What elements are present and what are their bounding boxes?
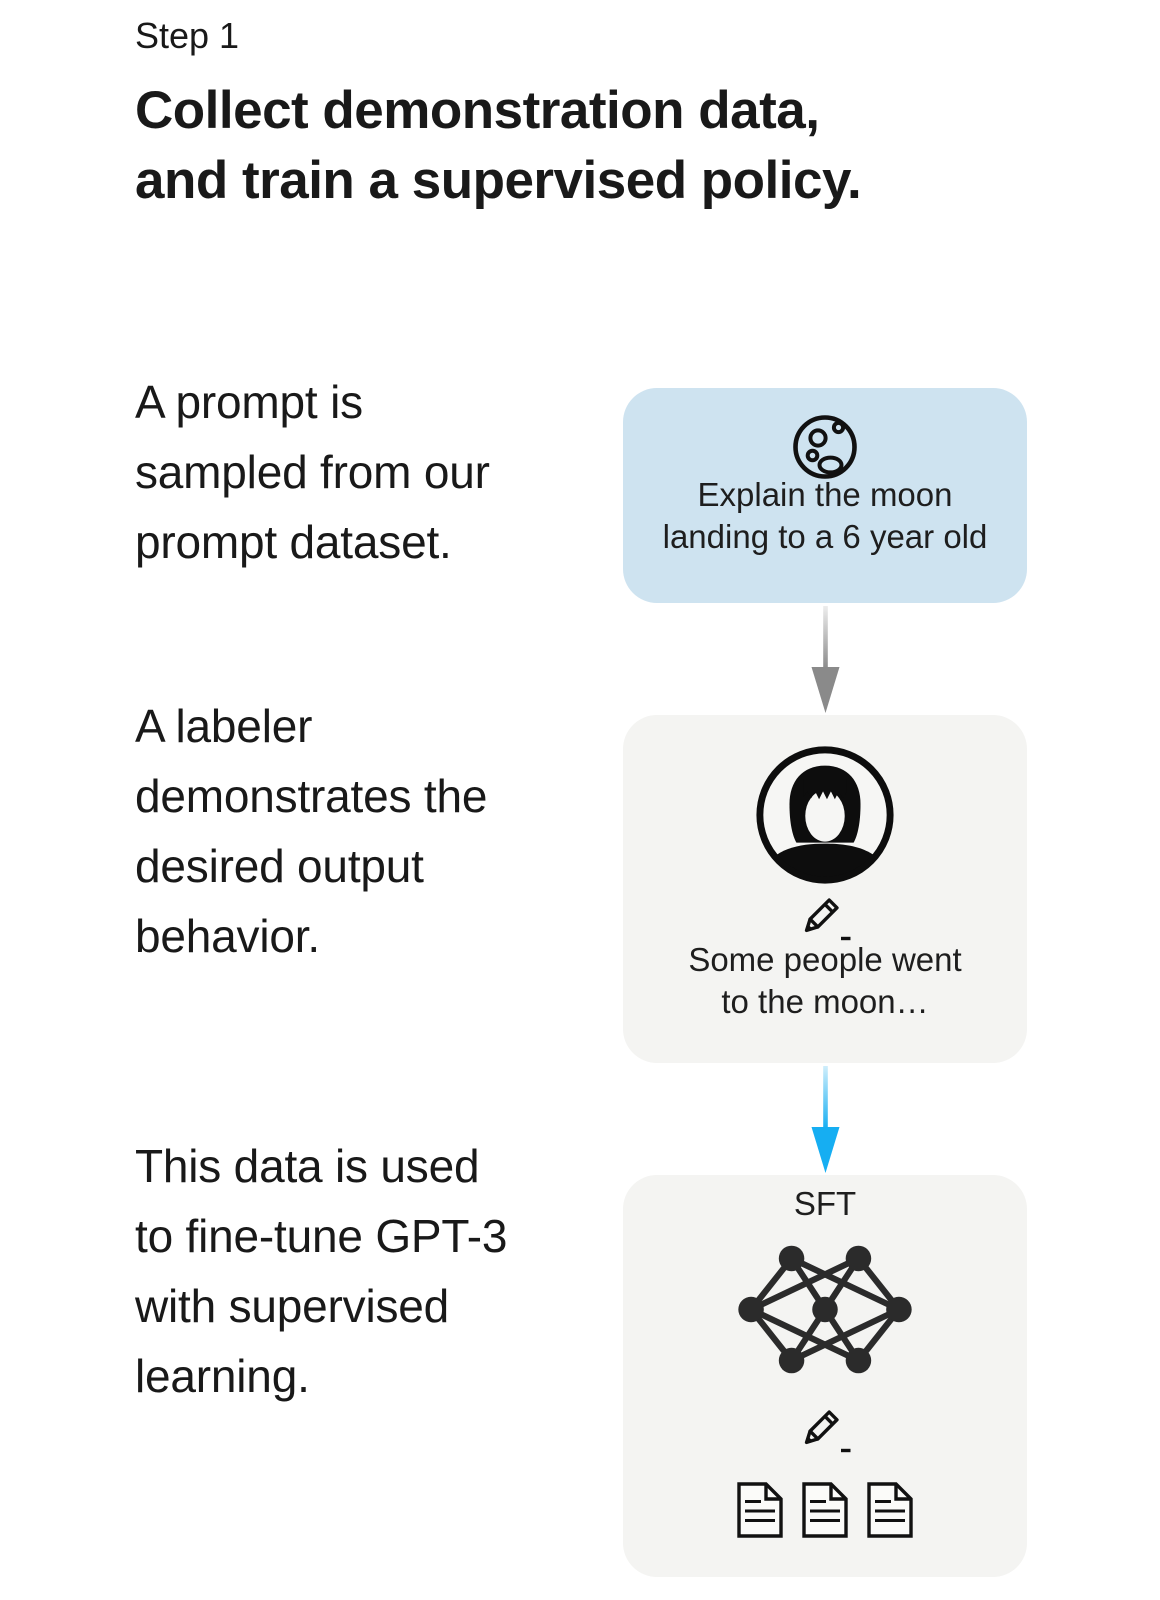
training-documents xyxy=(623,1481,1027,1539)
sft-card: SFT xyxy=(623,1175,1027,1577)
step-description-prompt-sampling: A prompt is sampled from our prompt data… xyxy=(135,367,605,577)
sft-model-label: SFT xyxy=(793,1185,857,1222)
step-description-supervised-finetuning: This data is used to fine-tune GPT-3 wit… xyxy=(135,1131,605,1411)
prompt-card-text-line: landing to a 6 year old xyxy=(662,518,988,555)
page-title-line-2: and train a supervised policy. xyxy=(135,151,862,210)
step-description-labeler-demonstration: A labeler demonstrates the desired outpu… xyxy=(135,691,605,971)
labeler-card-text: Some people went to the moon… xyxy=(623,939,1027,1023)
pencil-icon xyxy=(804,898,851,941)
labeler-card-text-line: to the moon… xyxy=(721,983,929,1020)
pencil-icon xyxy=(804,1410,851,1453)
labeler-to-sft-arrow xyxy=(811,1066,840,1173)
document-icon xyxy=(802,1482,848,1538)
description-line: with supervised xyxy=(135,1280,450,1332)
step-label: Step 1 xyxy=(135,15,240,56)
description-line: A prompt is xyxy=(135,376,363,428)
document-icon xyxy=(737,1482,783,1538)
page-title: Collect demonstration data, and train a … xyxy=(135,76,1035,216)
labeler-card-text-line: Some people went xyxy=(688,941,962,978)
neural-network-icon xyxy=(738,1245,912,1374)
description-line: prompt dataset. xyxy=(135,516,452,568)
description-line: demonstrates the xyxy=(135,770,488,822)
prompt-card-text-line: Explain the moon xyxy=(697,476,953,513)
description-line: A labeler xyxy=(135,700,313,752)
prompt-card: Explain the moon landing to a 6 year old xyxy=(623,388,1027,603)
description-line: learning. xyxy=(135,1350,310,1402)
prompt-card-text: Explain the moon landing to a 6 year old xyxy=(623,474,1027,558)
description-line: behavior. xyxy=(135,910,320,962)
labeler-card: Some people went to the moon… xyxy=(623,715,1027,1063)
document-icon xyxy=(867,1482,913,1538)
description-line: to fine-tune GPT-3 xyxy=(135,1210,508,1262)
moon-icon xyxy=(793,415,857,479)
prompt-to-labeler-arrow xyxy=(811,606,840,713)
description-line: sampled from our xyxy=(135,446,490,498)
page-title-line-1: Collect demonstration data, xyxy=(135,81,820,140)
description-line: This data is used xyxy=(135,1140,480,1192)
labeler-avatar-icon xyxy=(756,746,894,884)
description-line: desired output xyxy=(135,840,424,892)
